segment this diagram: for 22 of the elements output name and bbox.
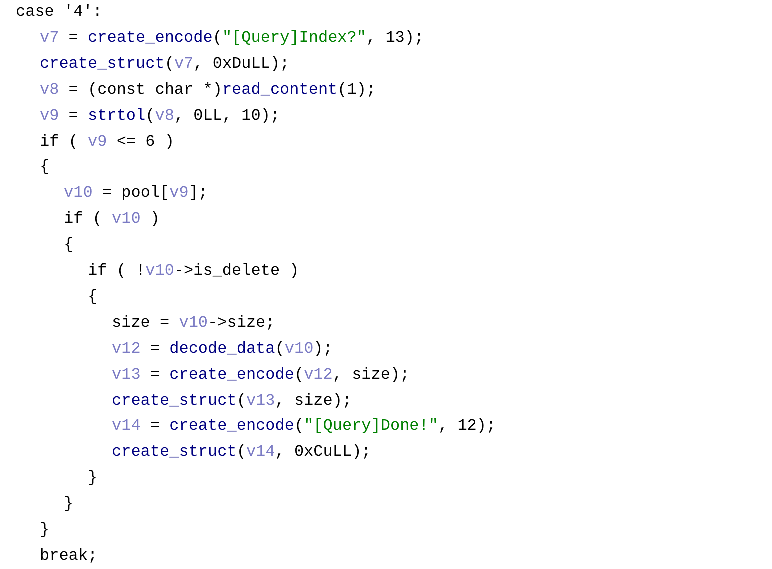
code-line: size = v10->size;: [112, 312, 276, 333]
code-line: v12 = decode_data(v10);: [112, 338, 333, 359]
code-line: }: [40, 520, 50, 540]
code-line: v8 = (const char *)read_content(1);: [40, 80, 376, 100]
code-line: if ( !v10->is_delete ): [88, 261, 300, 281]
code-line: v10 = pool[v9];: [64, 183, 208, 204]
code-line: v13 = create_encode(v12, size);: [112, 364, 410, 385]
code-line: v14 = create_encode("[Query]Done!", 12);: [112, 416, 496, 436]
code-line: create_struct(v13, size);: [112, 390, 352, 410]
code-line: break;: [40, 546, 98, 566]
code-line: v9 = strtol(v8, 0LL, 10);: [40, 106, 280, 126]
code-line: create_struct(v7, 0xDuLL);: [40, 54, 290, 74]
code-line: }: [88, 468, 98, 488]
code-line: if ( v10 ): [64, 209, 160, 230]
code-line: }: [64, 494, 74, 514]
code-line: create_struct(v14, 0xCuLL);: [112, 442, 372, 462]
code-line: {: [64, 235, 74, 256]
code-line: {: [40, 157, 50, 178]
code-line: case '4':: [16, 2, 102, 22]
code-line: {: [88, 286, 98, 307]
code-line: if ( v9 <= 6 ): [40, 132, 174, 152]
code-line: v7 = create_encode("[Query]Index?", 13);: [40, 28, 424, 48]
